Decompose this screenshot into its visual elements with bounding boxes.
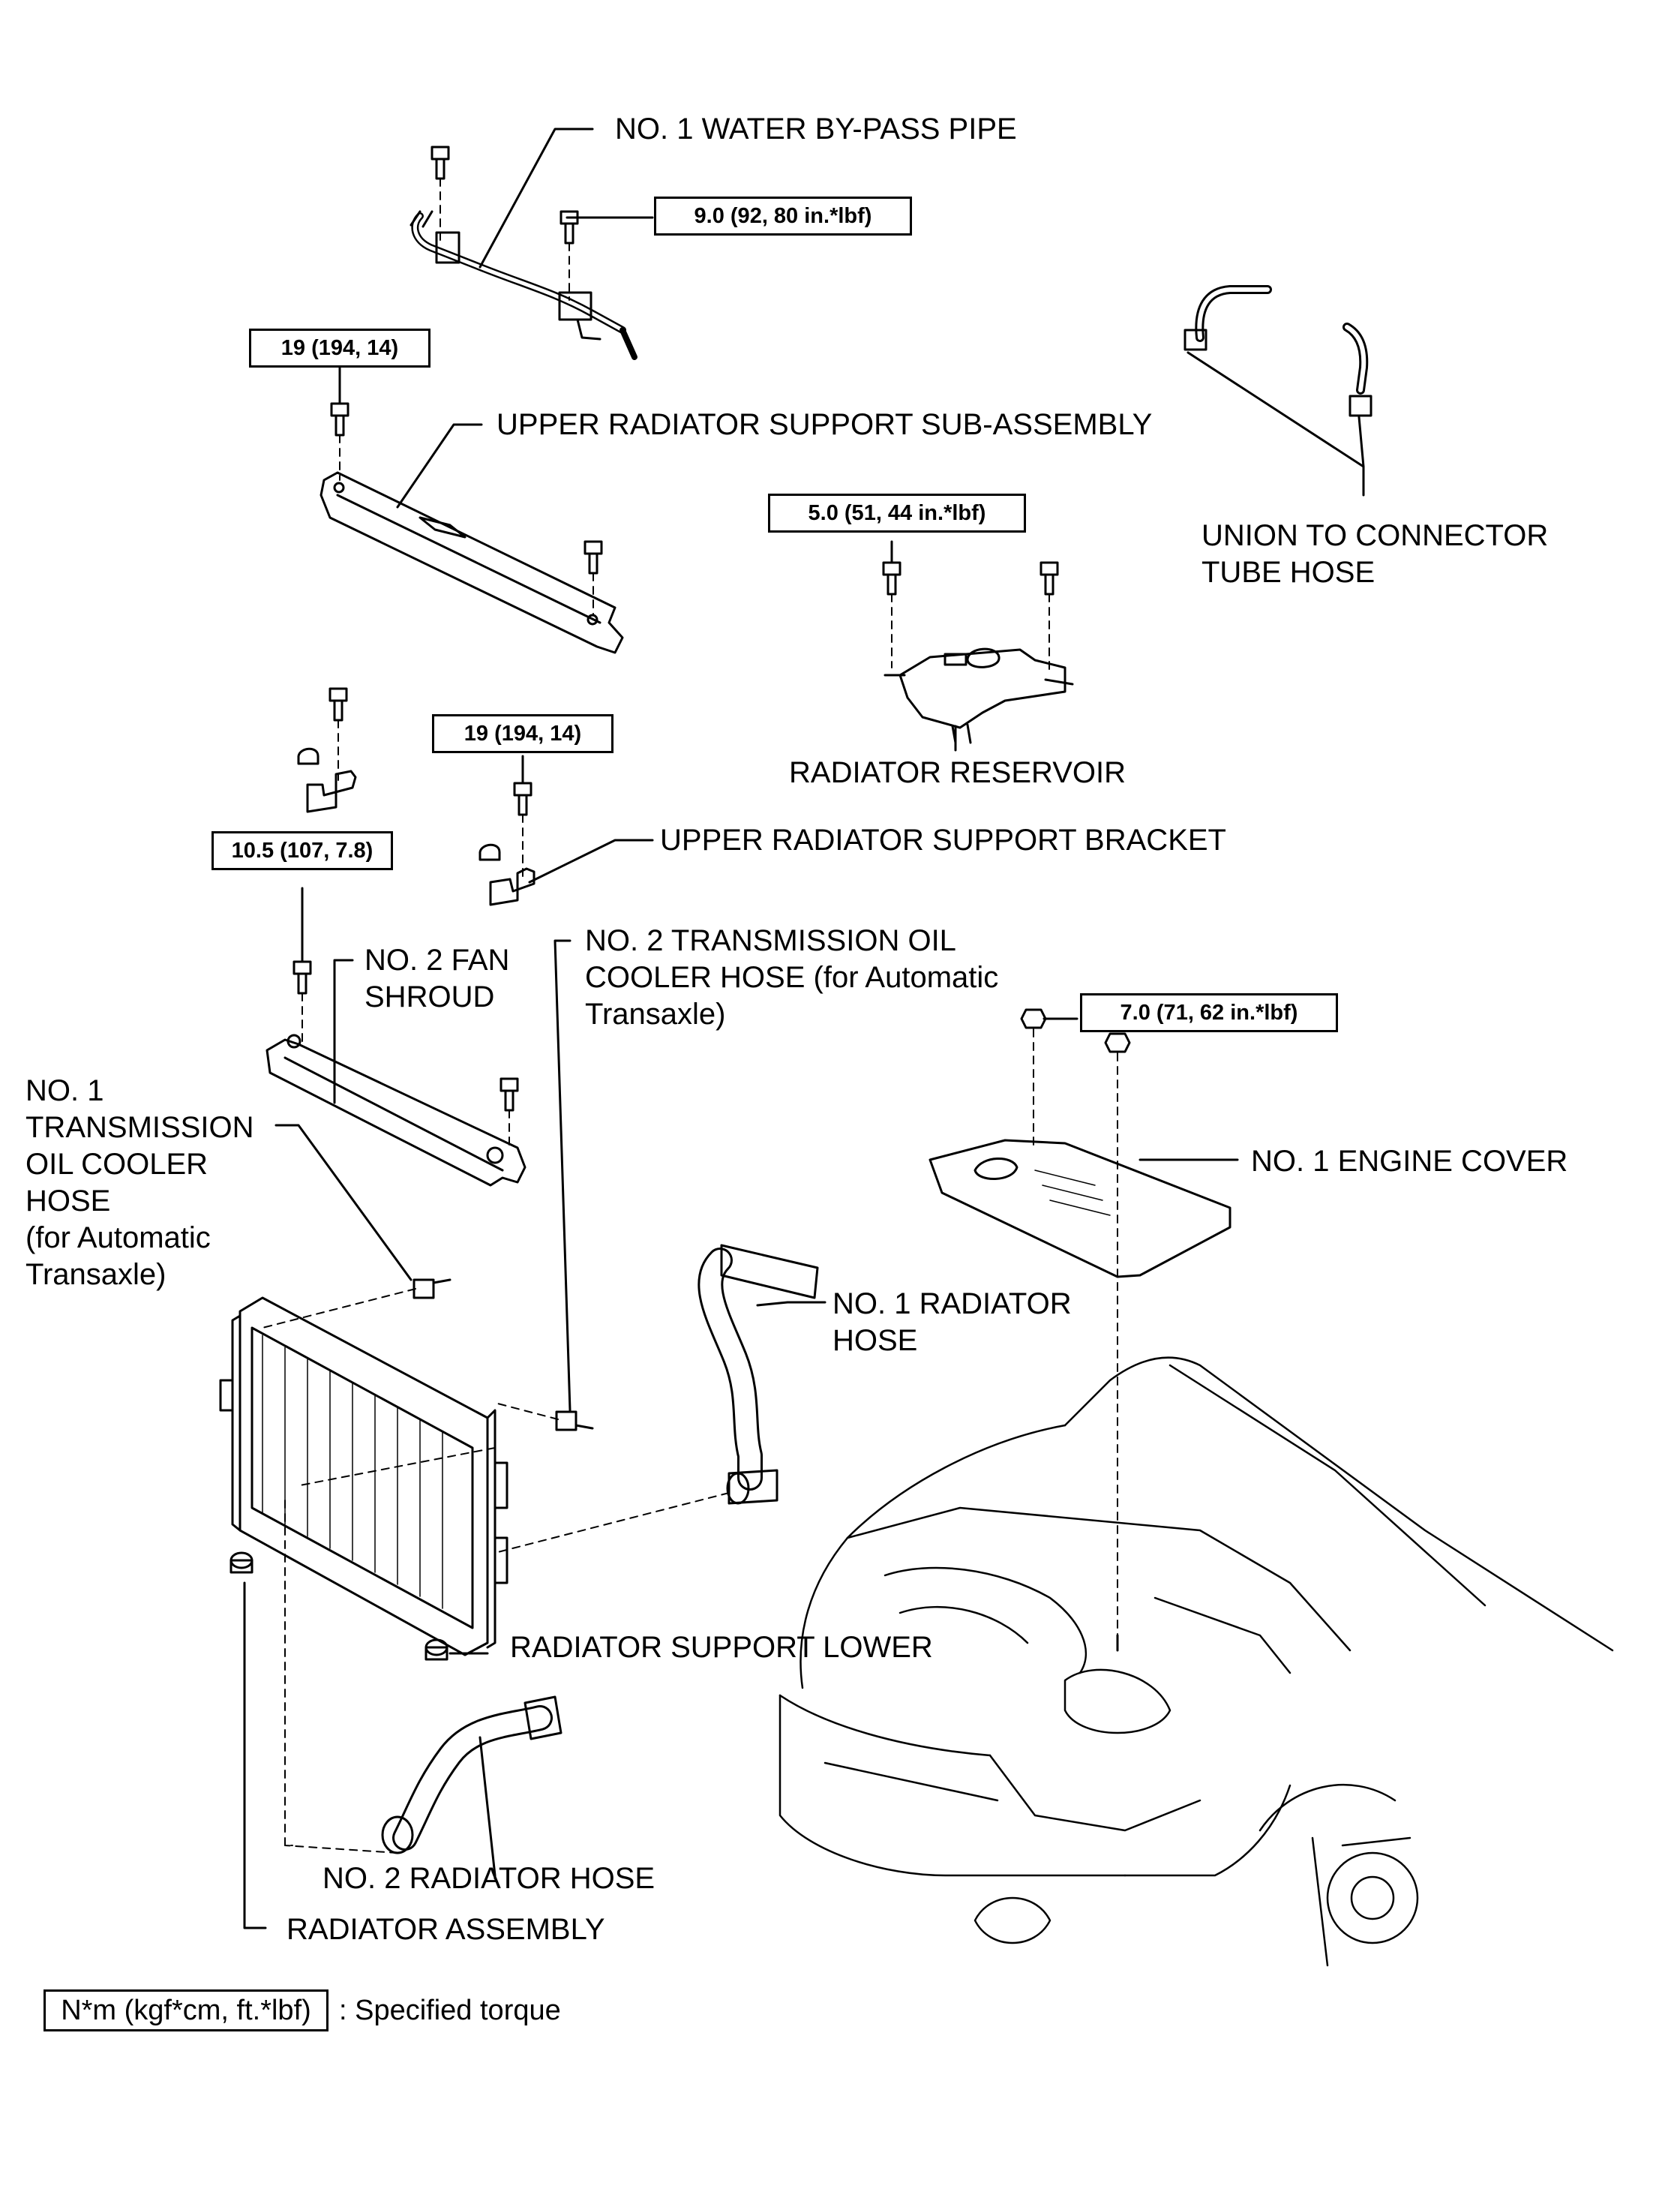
label-upper-support-bracket: UPPER RADIATOR SUPPORT BRACKET bbox=[660, 824, 1226, 857]
label-line: NO. 1 RADIATOR bbox=[832, 1287, 1072, 1320]
radiator-hose-2-part bbox=[381, 1695, 562, 1854]
fan-shroud-part bbox=[266, 1034, 526, 1187]
label-line: NO. 2 TRANSMISSION OIL bbox=[585, 924, 956, 957]
legend-description: : Specified torque bbox=[339, 1995, 561, 2026]
bolt-icon bbox=[330, 402, 350, 437]
label-line: TUBE HOSE bbox=[1202, 556, 1376, 589]
bracket-left-part bbox=[297, 747, 357, 813]
label-line: (for Automatic bbox=[26, 1221, 211, 1254]
torque-reservoir-bolt: 5.0 (51, 44 in.*lbf) bbox=[768, 494, 1026, 533]
union-tube-hose-part bbox=[1184, 285, 1372, 417]
bolt-icon bbox=[513, 782, 532, 816]
water-bypass-pipe-part bbox=[410, 210, 638, 360]
label-line: HOSE bbox=[832, 1324, 918, 1357]
bolt-icon bbox=[584, 540, 603, 575]
label-line: Transaxle) bbox=[585, 998, 726, 1031]
nut-icon bbox=[1020, 1008, 1047, 1029]
label-line: HOSE bbox=[26, 1185, 111, 1218]
label-trans-hose-2: NO. 2 TRANSMISSION OIL COOLER HOSE (for … bbox=[585, 923, 998, 1033]
label-line: NO. 1 bbox=[26, 1074, 104, 1107]
label-engine-cover: NO. 1 ENGINE COVER bbox=[1251, 1145, 1568, 1178]
bolt-icon bbox=[1040, 561, 1059, 596]
upper-radiator-support-part bbox=[320, 471, 624, 654]
torque-bracket-bolt: 19 (194, 14) bbox=[432, 714, 614, 753]
label-support-lower: RADIATOR SUPPORT LOWER bbox=[510, 1631, 933, 1664]
radiator-reservoir-part bbox=[884, 647, 1074, 744]
vehicle-front-illustration bbox=[778, 1356, 1614, 1967]
radiator-hose-1-part bbox=[698, 1244, 819, 1505]
label-radiator-hose-1: NO. 1 RADIATOR HOSE bbox=[832, 1286, 1072, 1359]
label-line: COOLER HOSE (for Automatic bbox=[585, 961, 999, 994]
label-line: OIL COOLER bbox=[26, 1148, 208, 1181]
bolt-icon bbox=[292, 960, 312, 995]
label-trans-hose-1: NO. 1 TRANSMISSION OIL COOLER HOSE (for … bbox=[26, 1073, 254, 1293]
label-upper-radiator-support: UPPER RADIATOR SUPPORT SUB-ASSEMBLY bbox=[496, 408, 1153, 441]
label-radiator-hose-2: NO. 2 RADIATOR HOSE bbox=[322, 1862, 656, 1895]
bolt-icon bbox=[882, 561, 902, 596]
trans-hose-1-part bbox=[412, 1278, 452, 1299]
legend-torque-unit-box: N*m (kgf*cm, ft.*lbf) bbox=[44, 1989, 328, 2031]
label-radiator-assembly: RADIATOR ASSEMBLY bbox=[286, 1913, 605, 1946]
label-line: NO. 2 FAN bbox=[364, 944, 510, 977]
nut-icon bbox=[1104, 1032, 1131, 1053]
radiator-assembly-part bbox=[219, 1296, 508, 1656]
bolt-icon bbox=[560, 210, 579, 245]
label-union-hose: UNION TO CONNECTOR TUBE HOSE bbox=[1202, 518, 1548, 591]
torque-bypass-bolt: 9.0 (92, 80 in.*lbf) bbox=[654, 197, 912, 236]
upper-support-bracket-part bbox=[478, 843, 536, 906]
label-line: UNION TO CONNECTOR bbox=[1202, 519, 1549, 552]
label-line: TRANSMISSION bbox=[26, 1111, 254, 1144]
label-fan-shroud: NO. 2 FAN SHROUD bbox=[364, 942, 509, 1016]
label-radiator-reservoir: RADIATOR RESERVOIR bbox=[789, 756, 1126, 789]
bolt-icon bbox=[328, 687, 348, 722]
trans-hose-2-part bbox=[555, 1410, 594, 1431]
bolt-icon bbox=[430, 146, 450, 180]
bolt-icon bbox=[500, 1077, 519, 1112]
label-water-bypass-pipe: NO. 1 WATER BY-PASS PIPE bbox=[615, 113, 1017, 146]
engine-cover-part bbox=[928, 1139, 1232, 1278]
label-line: Transaxle) bbox=[26, 1258, 166, 1291]
torque-engine-cover-nut: 7.0 (71, 62 in.*lbf) bbox=[1080, 993, 1338, 1032]
mount-cushion-icon bbox=[424, 1638, 448, 1661]
mount-cushion-icon bbox=[230, 1551, 254, 1574]
torque-upper-support-bolt: 19 (194, 14) bbox=[249, 329, 430, 368]
label-line: SHROUD bbox=[364, 980, 495, 1013]
torque-shroud-bolt: 10.5 (107, 7.8) bbox=[212, 831, 393, 870]
